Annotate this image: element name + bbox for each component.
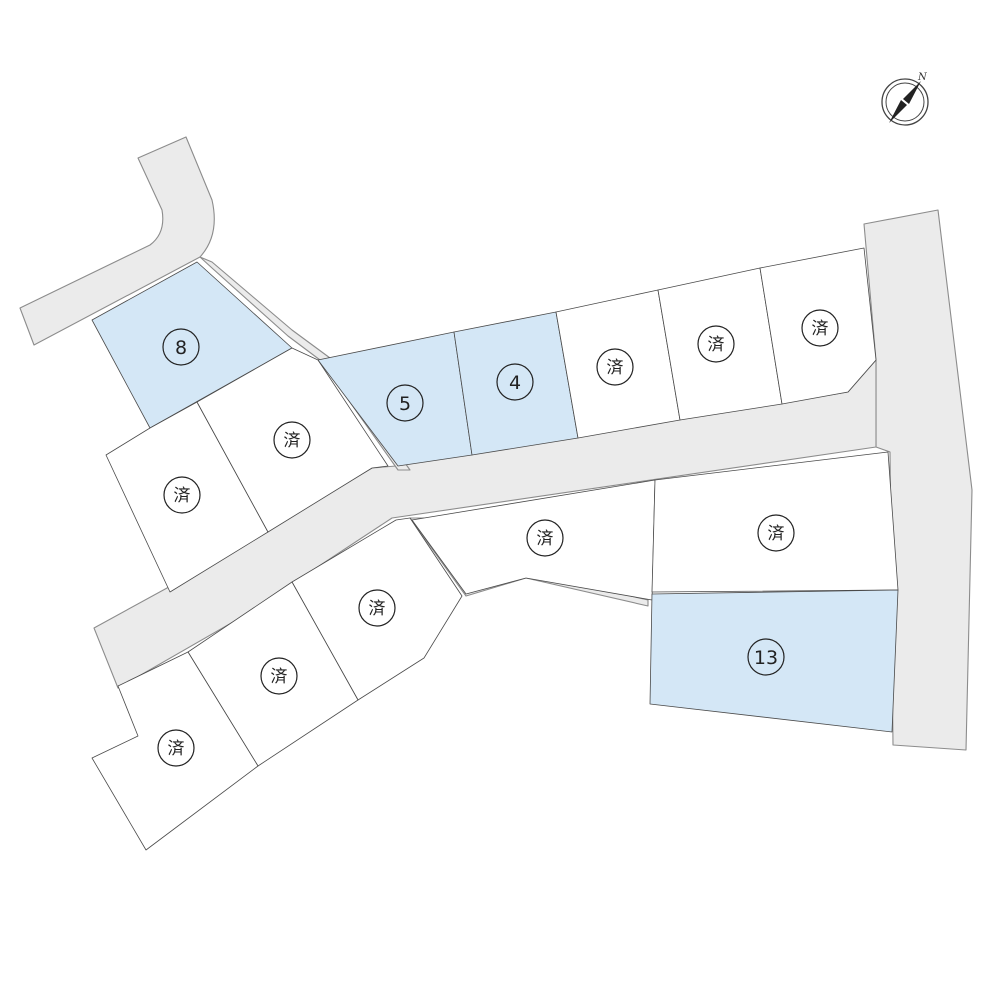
sold-badge: 済	[801, 309, 839, 347]
badge-lot-4: 4	[496, 363, 534, 401]
lot-number-label: 5	[399, 393, 411, 415]
sold-badge: 済	[358, 589, 396, 627]
sold-badge: 済	[596, 348, 634, 386]
sold-label: 済	[708, 335, 725, 355]
sold-badge: 済	[697, 325, 735, 363]
lot-number-label: 4	[509, 372, 521, 394]
road-top-left	[19, 136, 215, 346]
sold-label: 済	[168, 739, 185, 759]
sold-badge: 済	[260, 657, 298, 695]
badge-lot-8: 8	[162, 328, 200, 366]
compass-north-label: N	[917, 72, 928, 83]
sold-label: 済	[271, 667, 288, 687]
sold-label: 済	[607, 358, 624, 378]
sold-label: 済	[174, 486, 191, 506]
sold-label: 済	[537, 529, 554, 549]
lot-number-label: 8	[175, 337, 187, 359]
badge-lot-5: 5	[386, 384, 424, 422]
badge-lot-13: 13	[747, 638, 785, 676]
sold-badge: 済	[163, 476, 201, 514]
sold-label: 済	[768, 524, 785, 544]
sold-label: 済	[812, 319, 829, 339]
north-arrow-icon: N	[881, 72, 929, 126]
sold-badge: 済	[273, 421, 311, 459]
sold-badge: 済	[757, 514, 795, 552]
sold-badge: 済	[526, 519, 564, 557]
sold-label: 済	[284, 431, 301, 451]
lot-badges: 8 5 4 13 済 済 済 済	[157, 309, 839, 767]
lot-number-label: 13	[754, 647, 778, 669]
sold-badge: 済	[157, 729, 195, 767]
lot-13[interactable]	[649, 589, 899, 733]
sold-label: 済	[369, 599, 386, 619]
